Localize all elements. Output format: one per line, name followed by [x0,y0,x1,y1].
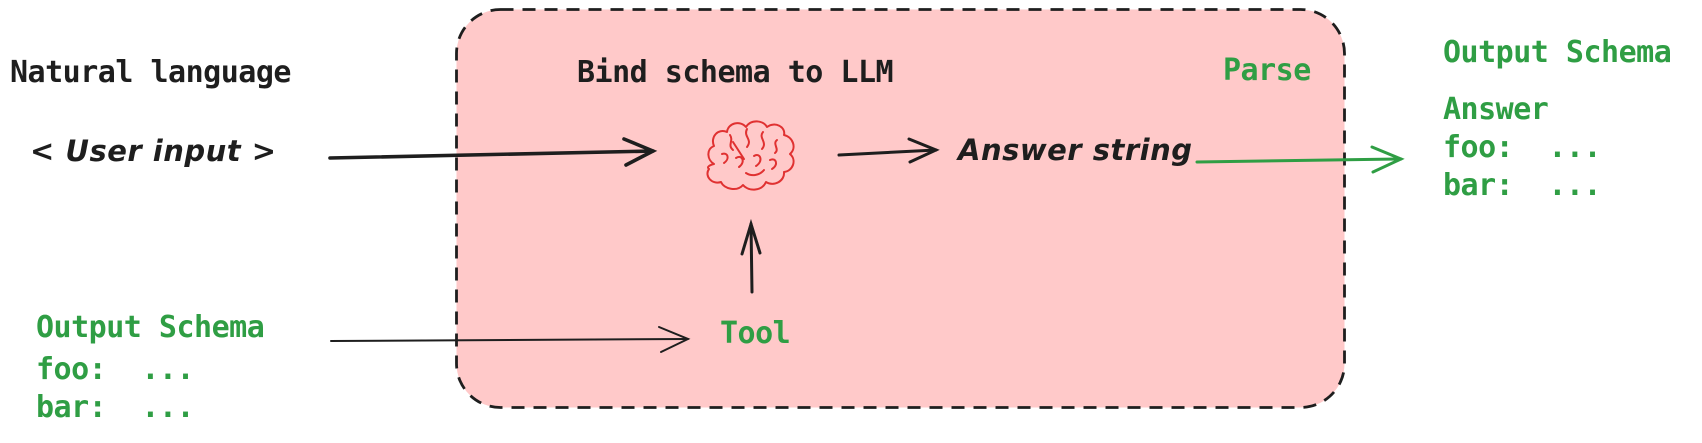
bind-schema-title: Bind schema to LLM [577,55,894,90]
output-schema-right-foo: foo: ... [1443,130,1602,165]
output-schema-right-bar: bar: ... [1443,168,1602,203]
brain-icon [706,120,795,191]
bind-schema-box [455,8,1346,409]
natural-language-label: Natural language [10,55,291,90]
output-schema-left-foo: foo: ... [36,352,195,387]
arrow-tool-to-llm [740,218,762,294]
parse-label: Parse [1223,53,1311,88]
answer-string-label: Answer string [958,133,1193,167]
output-schema-left-bar: bar: ... [36,390,195,425]
output-schema-right-title: Output Schema [1443,35,1672,70]
arrow-schema-to-tool [330,326,691,353]
user-input-label: < User input > [30,134,277,168]
arrow-llm-to-answer-string [837,137,940,164]
tool-label: Tool [720,316,791,351]
arrow-user-input-to-llm [328,137,658,167]
output-schema-right-answer: Answer [1443,92,1549,127]
arrow-parse-to-output [1195,145,1405,174]
output-schema-left-title: Output Schema [36,310,265,345]
